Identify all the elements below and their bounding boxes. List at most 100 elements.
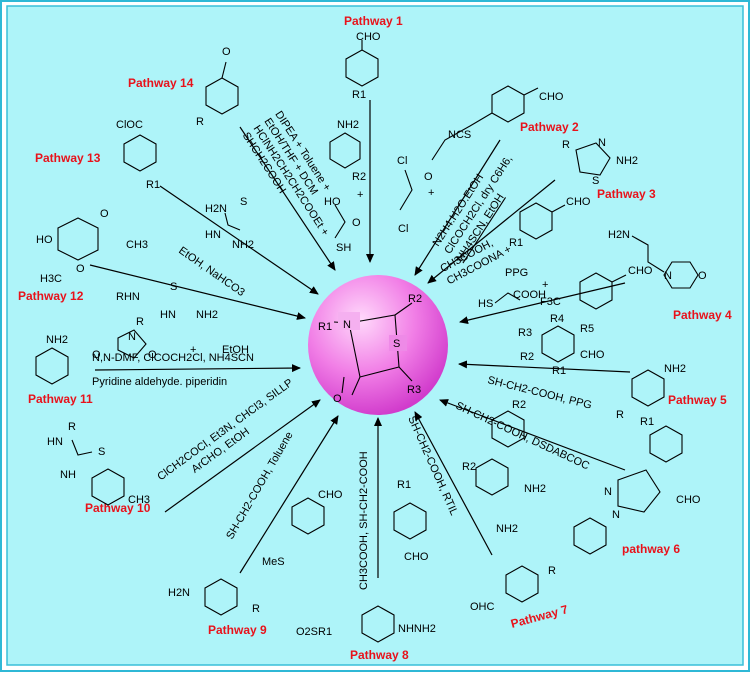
p12-n: N bbox=[128, 331, 136, 343]
p2-ncs: NCS bbox=[448, 129, 471, 141]
p10-s: S bbox=[98, 446, 105, 458]
center-label-o: O bbox=[333, 393, 342, 405]
p9-h2n: H2N bbox=[168, 587, 190, 599]
p7-r: R bbox=[548, 565, 556, 577]
p10-ch3: CH3 bbox=[128, 494, 150, 506]
p5-r1: R1 bbox=[552, 365, 566, 377]
p8-nhnh2: NHNH2 bbox=[398, 623, 436, 635]
p9-mes: MeS bbox=[262, 556, 285, 568]
p4-hs: HS bbox=[478, 298, 493, 310]
pathway-9-label: Pathway 9 bbox=[208, 623, 267, 637]
pathway-14-label: Pathway 14 bbox=[128, 76, 194, 90]
center-label-r2: R2 bbox=[408, 293, 422, 305]
pathway-13-label: Pathway 13 bbox=[35, 151, 101, 165]
p8-o2sr1: O2SR1 bbox=[296, 626, 332, 638]
p13-hn: HN bbox=[205, 229, 221, 241]
p14-o: O bbox=[222, 46, 231, 58]
center-label-s: S bbox=[393, 338, 400, 350]
pathway-5-label: Pathway 5 bbox=[668, 393, 727, 407]
p1-ho: HO bbox=[324, 196, 341, 208]
arrows bbox=[89, 100, 631, 578]
p12-s: S bbox=[170, 281, 177, 293]
pathway-4-reagents: H2N N O CHO F3C + HS COOH PPG bbox=[478, 229, 707, 310]
p14-r: R bbox=[196, 116, 204, 128]
p12-o3: O bbox=[92, 349, 101, 361]
p5-r5: R5 bbox=[580, 323, 594, 335]
p10-hn: HN bbox=[47, 436, 63, 448]
pathway-12-label: Pathway 12 bbox=[18, 289, 84, 303]
pathway-11-reagents: NH2 N,N-DMF, ClCOCH2Cl, NH4SCN Pyridine … bbox=[35, 334, 254, 388]
p13-cloc: ClOC bbox=[116, 119, 143, 131]
pathway-10-label: Pathway 10 bbox=[85, 501, 151, 515]
p8-cho: CHO bbox=[404, 551, 429, 563]
pathway-8-reagents: R1 CHO O2SR1 NHNH2 CH3COOH, SH-CH2-COOH bbox=[296, 451, 436, 643]
center-label-r3: R3 bbox=[407, 384, 421, 396]
p4-ppg: PPG bbox=[505, 267, 528, 279]
pathway-11-label: Pathway 11 bbox=[28, 392, 93, 406]
p1-cho: CHO bbox=[356, 31, 381, 43]
p11-cond-1: N,N-DMF, ClCOCH2Cl, NH4SCN bbox=[92, 352, 254, 364]
p1-r2: R2 bbox=[352, 171, 366, 183]
p1-o: O bbox=[352, 217, 361, 229]
p1-sh: SH bbox=[336, 242, 351, 254]
pathway-12-reagents: HO O CH3 O H3C RHN S HN NH2 R N O O + Et… bbox=[36, 208, 249, 361]
p9-r: R bbox=[252, 603, 260, 615]
pathway-1-reagents: CHO R1 NH2 R2 + HO O SH bbox=[324, 31, 381, 254]
p1-r1: R1 bbox=[352, 89, 366, 101]
p2-cl1: Cl bbox=[397, 155, 407, 167]
p7-r2b: R2 bbox=[462, 461, 476, 473]
p2-cho: CHO bbox=[539, 91, 564, 103]
pathway-1-label: Pathway 1 bbox=[344, 14, 403, 28]
p12-etoh: EtOH bbox=[222, 344, 249, 356]
p2-plus: + bbox=[428, 187, 434, 199]
p6-n2: N bbox=[612, 509, 620, 521]
p4-f3c: F3C bbox=[540, 296, 561, 308]
p8-cond: CH3COOH, SH-CH2-COOH bbox=[358, 451, 370, 590]
pathway-2-label: Pathway 2 bbox=[520, 120, 579, 134]
p5-cho: CHO bbox=[580, 349, 605, 361]
p5-r4: R4 bbox=[550, 313, 564, 325]
center-molecule: R1 N R2 S O R3 bbox=[318, 293, 422, 405]
p12-nh2: NH2 bbox=[196, 309, 218, 321]
p3-r1: R1 bbox=[509, 237, 523, 249]
p3-s: S bbox=[592, 175, 599, 187]
p12-o2: O bbox=[76, 263, 85, 275]
p10-r: R bbox=[68, 421, 76, 433]
p11-cond-2: Pyridine aldehyde. piperidin bbox=[92, 376, 227, 388]
p12-rhn: RHN bbox=[116, 291, 140, 303]
p10-nh: NH bbox=[60, 469, 76, 481]
p2-o: O bbox=[424, 171, 433, 183]
p4-cooh: COOH bbox=[513, 289, 546, 301]
p2-cl2: Cl bbox=[398, 223, 408, 235]
p7-ohc: OHC bbox=[470, 601, 495, 613]
p1-nh2: NH2 bbox=[337, 119, 359, 131]
p12-ho: HO bbox=[36, 234, 53, 246]
p4-plus: + bbox=[542, 279, 548, 291]
p5-r3: R3 bbox=[518, 327, 532, 339]
p7-nh2b: NH2 bbox=[496, 523, 518, 535]
pathway-4-label: Pathway 4 bbox=[673, 308, 732, 322]
p4-cho: CHO bbox=[628, 265, 653, 277]
p12-plus: + bbox=[190, 344, 196, 356]
p3-nh2: NH2 bbox=[616, 155, 638, 167]
p12-o1: O bbox=[100, 208, 109, 220]
pathway-3-label: Pathway 3 bbox=[597, 187, 656, 201]
p12-r: R bbox=[136, 316, 144, 328]
p5-r2: R2 bbox=[520, 351, 534, 363]
p7-r2a: R2 bbox=[512, 399, 526, 411]
p13-nh2: NH2 bbox=[232, 239, 254, 251]
p12-hn: HN bbox=[160, 309, 176, 321]
p12-o4: O bbox=[148, 349, 157, 361]
p9-cho: CHO bbox=[318, 489, 343, 501]
p6-r1: R1 bbox=[640, 416, 654, 428]
p3-n: N bbox=[598, 137, 606, 149]
center-sphere bbox=[308, 275, 448, 415]
p12-ch3: CH3 bbox=[126, 239, 148, 251]
p5-r: R bbox=[616, 409, 624, 421]
p7-nh2a: NH2 bbox=[524, 483, 546, 495]
p13-h2n: H2N bbox=[205, 203, 227, 215]
p1-plus: + bbox=[357, 189, 363, 201]
p12-h3c: H3C bbox=[40, 273, 62, 285]
